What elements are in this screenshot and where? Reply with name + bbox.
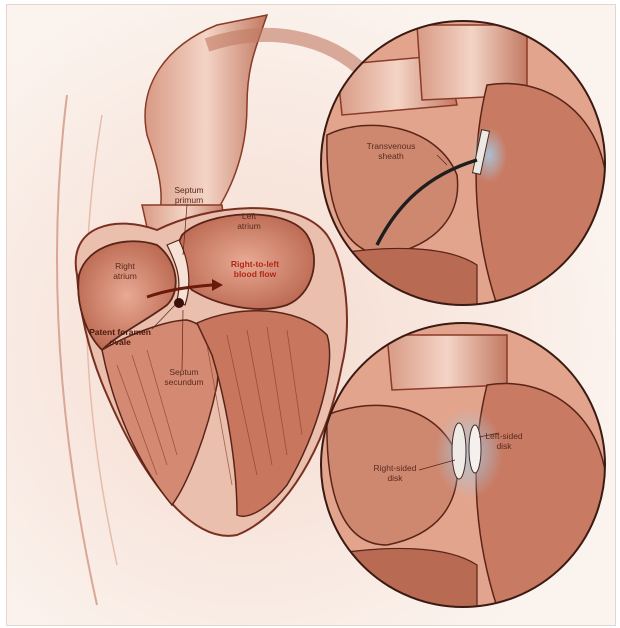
inset-disk-view [321, 323, 607, 607]
label-right-atrium: Right atrium [105, 261, 145, 281]
label-septum-secundum: Septum secundum [157, 367, 211, 387]
inset-sheath-view [321, 21, 607, 305]
label-septum-primum: Septum primum [165, 185, 213, 205]
label-left-atrium: Left atrium [229, 211, 269, 231]
illustration-frame: Septum primum Left atrium Right atrium R… [6, 4, 616, 626]
heart-illustration [7, 5, 615, 625]
label-right-sided-disk: Right-sided disk [367, 463, 423, 483]
label-right-to-left-flow: Right-to-left blood flow [223, 259, 287, 279]
foramen-ovale-opening [174, 298, 184, 308]
label-left-sided-disk: Left-sided disk [477, 431, 531, 451]
label-patent-foramen-ovale: Patent foramen ovale [85, 327, 155, 347]
right-sided-disk [452, 423, 466, 479]
label-transvenous-sheath: Transvenous sheath [359, 141, 423, 161]
